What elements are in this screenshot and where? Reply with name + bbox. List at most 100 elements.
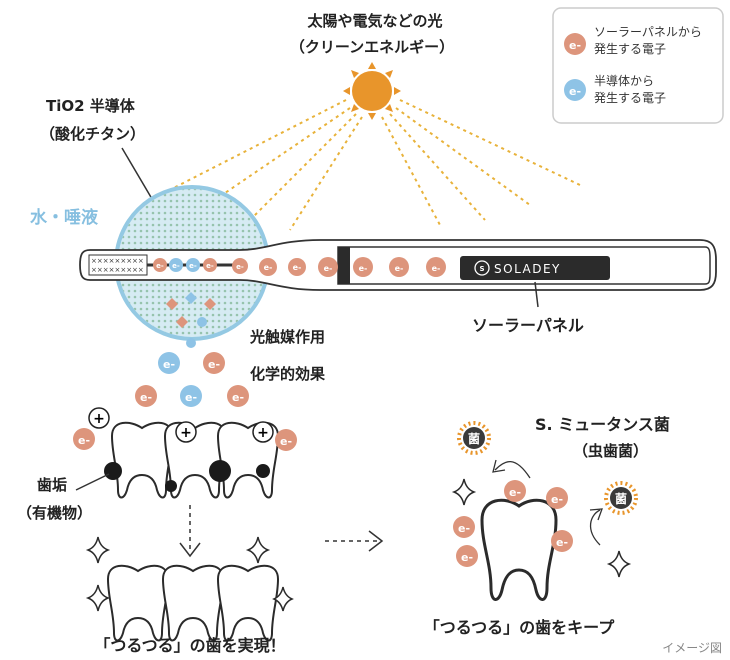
tio2-label-line2: （酸化チタン） <box>40 125 145 143</box>
svg-text:e-: e- <box>156 262 164 270</box>
svg-text:e-: e- <box>172 262 180 270</box>
electron-icon: e- <box>456 545 478 567</box>
sun-icon <box>343 62 401 120</box>
electron-icon: e- <box>318 257 338 277</box>
electron-icon: e- <box>203 258 217 272</box>
bacteria-icon: 菌 <box>604 481 638 515</box>
svg-text:×××××××××: ××××××××× <box>91 257 144 265</box>
electron-icon: e- <box>453 516 475 538</box>
svg-text:菌: 菌 <box>615 491 627 506</box>
svg-text:e-: e- <box>206 262 214 270</box>
plaque-label-line2: （有機物） <box>17 504 92 522</box>
svg-text:e-: e- <box>556 536 568 549</box>
electron-icon: e- <box>203 352 225 374</box>
mutans-label-line1: S. ミュータンス菌 <box>535 415 670 434</box>
svg-text:e-: e- <box>569 85 581 98</box>
legend-electron-blue-icon: e- <box>564 79 586 101</box>
positive-charges: + + + <box>88 407 274 443</box>
electron-icon: e- <box>259 258 277 276</box>
particles-in-water <box>166 292 216 348</box>
svg-text:e-: e- <box>461 551 473 564</box>
sparkle-icons <box>451 478 632 578</box>
electron-icon: e- <box>180 385 202 407</box>
soladey-logo-badge: S SOLADEY <box>460 256 610 280</box>
legend-item2-line1: 半導体から <box>594 74 654 88</box>
repel-arrows <box>492 459 603 546</box>
svg-text:e-: e- <box>163 358 175 371</box>
svg-text:×××××××××: ××××××××× <box>91 266 144 274</box>
clean-teeth <box>106 564 280 642</box>
svg-text:e-: e- <box>208 358 220 371</box>
chemical-effect-label: 化学的効果 <box>250 365 326 383</box>
svg-text:e-: e- <box>458 522 470 535</box>
electron-icon: e- <box>169 258 183 272</box>
right-arrow-icon <box>325 530 384 552</box>
plaque-leader-line <box>75 473 110 491</box>
svg-text:e-: e- <box>189 262 197 270</box>
electron-icon: e- <box>186 258 200 272</box>
result-left-label: 「つるつる」の歯を実現！ <box>94 636 285 655</box>
sparkle-icons <box>85 536 294 612</box>
electron-icon: e- <box>389 257 409 277</box>
electrons-on-handle: e- e- e- e- e- e- e- e- e- e- e- <box>153 257 446 277</box>
sun-title-line1: 太陽や電気などの光 <box>307 12 442 30</box>
svg-text:e-: e- <box>359 264 368 273</box>
bristle-head: ××××××××× ××××××××× <box>88 254 148 276</box>
image-note: イメージ図 <box>662 641 722 655</box>
floating-electrons: e- e- e- e- e- <box>135 352 249 407</box>
plaque-deposits <box>104 460 270 492</box>
electron-icon: e- <box>158 352 180 374</box>
electron-icon: e- <box>551 530 573 552</box>
electron-icon: e- <box>353 257 373 277</box>
result-right-label: 「つるつる」の歯をキープ <box>424 618 615 637</box>
svg-text:e-: e- <box>432 264 441 273</box>
svg-text:e-: e- <box>509 486 521 499</box>
svg-text:e-: e- <box>236 263 244 271</box>
plus-icon: + <box>93 411 105 427</box>
svg-text:e-: e- <box>551 493 563 506</box>
electron-icon: e- <box>426 257 446 277</box>
svg-text:e-: e- <box>569 39 581 52</box>
water-saliva-label: 水・唾液 <box>30 207 98 228</box>
svg-text:e-: e- <box>185 391 197 404</box>
electron-icon: e- <box>227 385 249 407</box>
legend-item2-line2: 発生する電子 <box>594 91 666 105</box>
legend-electron-orange-icon: e- <box>564 33 586 55</box>
legend-item1-line2: 発生する電子 <box>594 42 666 56</box>
teeth-with-plaque <box>110 421 280 499</box>
plus-icon: + <box>257 425 269 441</box>
electron-icon: e- <box>288 258 306 276</box>
svg-text:e-: e- <box>293 263 302 272</box>
sun-title-line2: （クリーンエネルギー） <box>290 38 454 56</box>
solar-panel-label: ソーラーパネル <box>472 316 584 335</box>
mutans-label-line2: （虫歯菌） <box>573 442 648 460</box>
electron-icon: e- <box>135 385 157 407</box>
electron-icon: e- <box>504 480 526 502</box>
svg-text:S: S <box>479 265 484 273</box>
svg-text:e-: e- <box>395 264 404 273</box>
svg-text:e-: e- <box>324 264 333 273</box>
electron-icon: e- <box>546 487 568 509</box>
light-rays <box>149 99 581 231</box>
electron-icon: e- <box>153 258 167 272</box>
electron-icon: e- <box>275 429 297 451</box>
svg-text:e-: e- <box>280 435 292 448</box>
solar-panel-leader-line <box>534 281 539 308</box>
clean-tooth <box>480 498 558 601</box>
down-arrow-icon <box>179 505 201 558</box>
bacteria-icon: 菌 <box>457 421 491 455</box>
legend-item1-line1: ソーラーパネルから <box>594 25 702 39</box>
svg-text:e-: e- <box>140 391 152 404</box>
photocatalysis-label: 光触媒作用 <box>249 328 325 346</box>
svg-text:菌: 菌 <box>468 431 480 446</box>
brand-name: SOLADEY <box>494 262 561 276</box>
plaque-label-line1: 歯垢 <box>37 476 67 494</box>
svg-text:e-: e- <box>264 263 273 272</box>
tio2-label-line1: TiO2 半導体 <box>46 97 136 115</box>
plus-icon: + <box>180 425 192 441</box>
protective-electrons: e- e- e- e- e- <box>453 480 573 567</box>
svg-text:e-: e- <box>232 391 244 404</box>
legend-box: e- ソーラーパネルから 発生する電子 e- 半導体から 発生する電子 <box>552 7 724 124</box>
electron-icon: e- <box>73 428 95 450</box>
svg-text:e-: e- <box>78 434 90 447</box>
